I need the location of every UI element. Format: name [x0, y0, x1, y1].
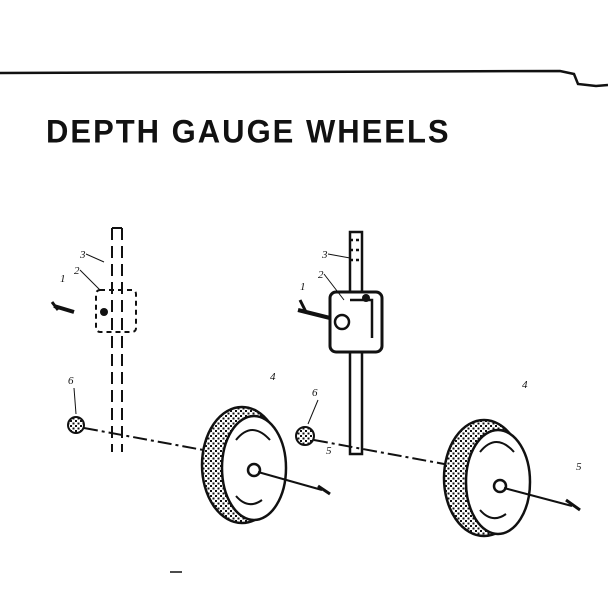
right-axle-line — [313, 439, 456, 467]
callout-left-1: 1 — [60, 273, 66, 285]
callout-right-4: 4 — [522, 379, 528, 391]
right-assembly — [170, 230, 581, 573]
callout-right-6: 6 — [312, 387, 318, 399]
callout-right-3: 3 — [321, 249, 328, 261]
callout-left-2: 2 — [74, 265, 80, 277]
right-wheel — [442, 418, 532, 538]
left-assembly — [50, 227, 331, 525]
callout-left-4: 4 — [270, 371, 276, 383]
left-bolt — [50, 301, 75, 314]
callout-left-3: 3 — [79, 249, 86, 261]
left-axle-line — [83, 427, 226, 455]
left-axle-bolt — [257, 471, 323, 491]
left-bracket-bolt — [100, 308, 108, 316]
leader-lines — [73, 253, 351, 425]
right-axle-bolt — [503, 487, 573, 507]
right-nut — [295, 426, 315, 446]
left-shaft — [111, 227, 123, 452]
left-nut — [67, 416, 85, 434]
left-callouts: 3 2 1 6 4 — [60, 249, 276, 387]
page-title: DEPTH GAUGE WHEELS — [46, 113, 451, 150]
callout-right-2: 2 — [318, 269, 324, 281]
callout-right-5b: 5 — [576, 461, 582, 473]
top-rule — [0, 69, 608, 88]
callout-right-5: 5 — [326, 445, 332, 457]
right-callouts: 3 2 1 6 5 4 5 — [300, 249, 582, 473]
left-wheel — [200, 405, 288, 525]
callout-right-1: 1 — [300, 281, 306, 293]
left-bracket — [95, 289, 137, 333]
right-bracket — [328, 290, 384, 354]
right-bolt — [297, 299, 331, 320]
callout-left-6: 6 — [68, 375, 74, 387]
